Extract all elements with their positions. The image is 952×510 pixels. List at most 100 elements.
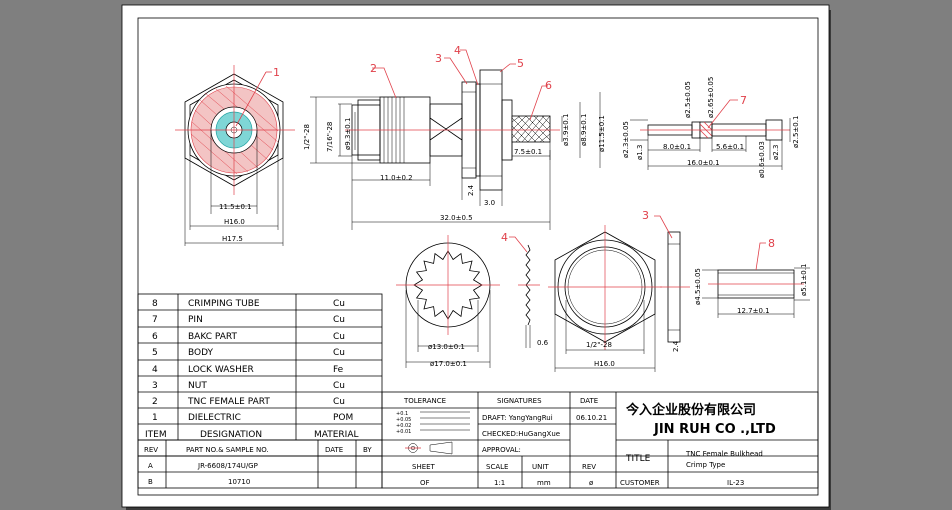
header-rev: REV	[144, 446, 158, 454]
dim-pin-2-3b: ø2.3	[772, 145, 780, 160]
leader-5	[499, 63, 516, 73]
checked: CHECKED:HuGangXue	[482, 430, 560, 438]
dim-side-8-9: ø8.9±0.1	[580, 114, 588, 146]
dim-washer-17-0: ø17.0±0.1	[430, 360, 467, 368]
rev-label: REV	[582, 463, 596, 471]
part-name: LOCK WASHER	[188, 365, 254, 375]
header-item: ITEM	[145, 430, 167, 440]
nut-view	[548, 225, 690, 372]
date-value: 06.10.21	[576, 414, 607, 422]
dim-side-2-4: 2.4	[467, 184, 475, 196]
part-material: Cu	[333, 299, 345, 309]
part-no: 2	[152, 397, 158, 407]
dim-front-11-5: 11.5±0.1	[219, 203, 252, 211]
part-material: Fe	[333, 365, 344, 375]
rev-row-b-part: 10710	[228, 478, 250, 486]
rev-value: ø	[589, 479, 594, 487]
customer-value: IL-23	[727, 479, 744, 487]
dim-pin-0-6: ø0.6±0.03	[758, 141, 766, 178]
balloon-7: 7	[740, 94, 747, 107]
dim-tube-12-7: 12.7±0.1	[737, 307, 770, 315]
scale-label: SCALE	[486, 463, 508, 471]
part-name: CRIMPING TUBE	[188, 299, 260, 309]
part-no: 4	[152, 365, 158, 375]
title-block	[381, 391, 819, 489]
part-name: BODY	[188, 348, 214, 358]
header-designation: DESIGNATION	[200, 430, 262, 440]
customer-label: CUSTOMER	[620, 479, 660, 487]
leader-8	[755, 242, 766, 271]
dim-pin-2-65: ø2.65±0.05	[707, 77, 715, 118]
leader-3	[444, 57, 468, 85]
dim-nut-thread: 1/2"-28	[586, 341, 612, 349]
projection-symbol	[405, 441, 453, 455]
leader-3b	[654, 215, 673, 239]
dim-front-h17-5: H17.5	[222, 235, 243, 243]
rev-row-b: B	[148, 478, 153, 486]
date-label: DATE	[580, 397, 598, 405]
dim-washer-13-0: ø13.0±0.1	[428, 343, 465, 351]
part-no: 6	[152, 332, 158, 342]
balloon-1: 1	[273, 66, 280, 79]
dim-front-h16: H16.0	[224, 218, 245, 226]
balloon-6: 6	[545, 79, 552, 92]
part-no: 5	[152, 348, 158, 358]
drawing-border	[137, 17, 819, 496]
balloon-4: 4	[454, 44, 461, 57]
title-line2: Crimp Type	[686, 461, 725, 469]
part-material: POM	[333, 413, 353, 423]
part-material: Cu	[333, 332, 345, 342]
part-material: Cu	[333, 315, 345, 325]
tolerance-lines: +0.1 +0.05 +0.02 +0.01	[396, 411, 470, 435]
sheet-value: OF	[420, 479, 430, 487]
side-view	[310, 69, 601, 230]
part-material: Cu	[333, 397, 345, 407]
parts-rows: 8 CRIMPING TUBE Cu 7 PIN Cu 6 BAKC PART …	[145, 299, 359, 440]
draft: DRAFT: YangYangRui	[482, 414, 553, 422]
front-view	[175, 65, 295, 246]
dim-nut-2-4: 2.4	[672, 340, 680, 352]
dim-side-3-9: ø3.9±0.1	[562, 114, 570, 146]
tolerance-line: +0.1	[396, 411, 408, 417]
balloon-5: 5	[517, 57, 524, 70]
dim-washer-0-6: 0.6	[537, 339, 549, 347]
part-no: 1	[152, 413, 158, 423]
balloon-8: 8	[768, 237, 775, 250]
rev-row-a-part: JR-6608/174U/GP	[197, 462, 258, 470]
washer-view	[396, 235, 540, 368]
dim-pin-8-0: 8.0±0.1	[663, 143, 691, 151]
part-name: DIELECTRIC	[188, 413, 241, 423]
dim-pin-2-5: ø2.5±0.05	[684, 81, 692, 118]
part-name: PIN	[188, 315, 203, 325]
leader-7	[707, 99, 738, 129]
leader-4	[460, 49, 479, 86]
part-name: TNC FEMALE PART	[187, 397, 270, 407]
dim-side-1-2-28: 1/2"-28	[303, 124, 311, 150]
part-no: 8	[152, 299, 158, 309]
dim-pin-5-6: 5.6±0.1	[716, 143, 744, 151]
dim-side-11-0: 11.0±0.2	[380, 174, 413, 182]
approval: APPROVAL:	[482, 446, 521, 454]
tolerance-label: TOLERANCE	[403, 397, 446, 405]
leader-6	[529, 85, 548, 121]
balloon-3b: 3	[642, 209, 649, 222]
header-date: DATE	[325, 446, 343, 454]
parts-table	[137, 293, 383, 489]
tolerance-line: +0.05	[396, 417, 411, 423]
leader-4b	[509, 236, 528, 253]
unit-value: mm	[537, 479, 551, 487]
balloon-2: 2	[370, 62, 377, 75]
pin-view	[630, 118, 791, 170]
sheet-label: SHEET	[412, 463, 436, 471]
leader-2	[372, 67, 397, 99]
signatures-label: SIGNATURES	[497, 397, 542, 405]
dim-tube-5-1: ø5.1±0.1	[800, 264, 808, 296]
part-material: Cu	[333, 381, 345, 391]
header-part-no: PART NO.& SAMPLE NO.	[186, 446, 269, 454]
title-label: TITLE	[625, 454, 651, 464]
dim-pin-1-3: ø1.3	[636, 145, 644, 160]
dim-side-7-5: 7.5±0.1	[514, 148, 542, 156]
dim-nut-h16: H16.0	[594, 360, 615, 368]
balloon-4b: 4	[501, 231, 508, 244]
